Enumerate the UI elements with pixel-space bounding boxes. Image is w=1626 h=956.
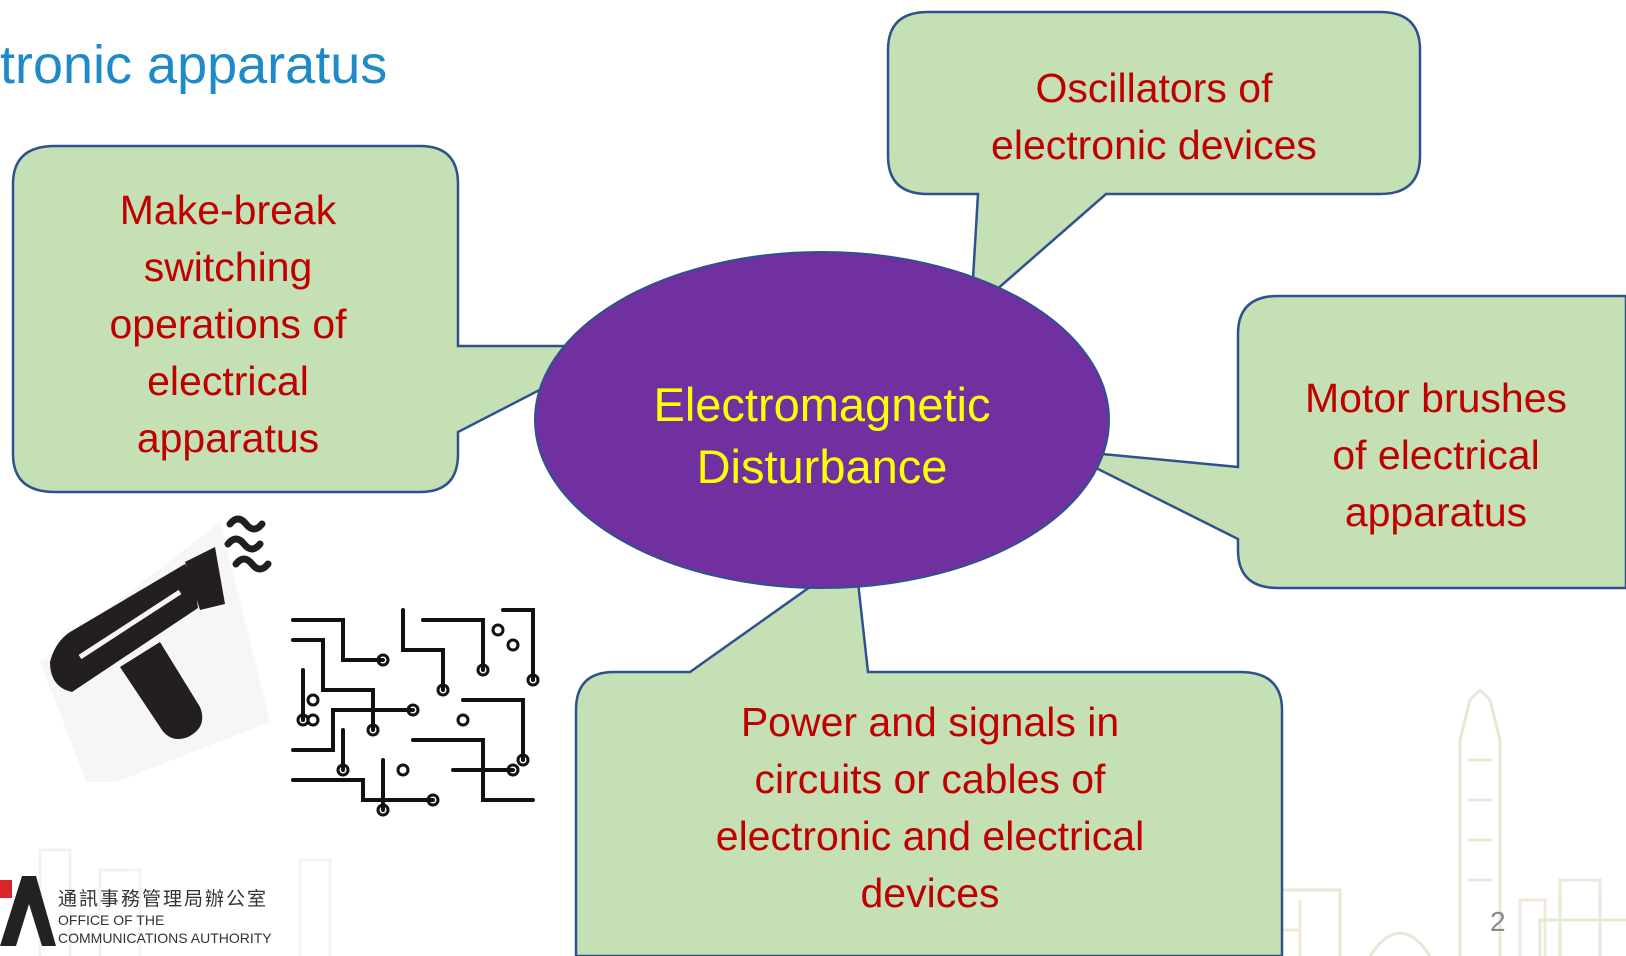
callout-make-break-text: Make-break switching operations of elect…: [30, 182, 426, 467]
callout-line: Make-break: [119, 187, 337, 233]
callout-line: of electrical: [1332, 432, 1540, 478]
callout-power-text: Power and signals in circuits or cables …: [580, 694, 1280, 922]
callout-line: apparatus: [136, 415, 320, 461]
center-ellipse: [534, 251, 1110, 589]
callout-line: Power and signals in: [740, 699, 1120, 745]
center-label-line2: Disturbance: [696, 440, 948, 493]
callout-line: Oscillators of: [1035, 65, 1273, 111]
callout-line: Motor brushes: [1304, 375, 1568, 421]
callout-line: switching: [143, 244, 313, 290]
circuit-board-icon: [283, 600, 545, 820]
callout-line: electrical: [147, 358, 309, 404]
callout-line: devices: [860, 870, 1000, 916]
callout-oscillators-text: Oscillators of electronic devices: [900, 60, 1408, 174]
ofca-logo-icon: [0, 876, 56, 946]
hair-dryer-icon: [40, 515, 272, 782]
slide-title: tronic apparatus: [0, 35, 388, 95]
callout-line: apparatus: [1344, 489, 1528, 535]
callout-motor-shape: [1059, 294, 1626, 590]
logo-chinese-name: 通訊事務管理局辦公室: [58, 889, 269, 910]
callout-line: electronic and electrical: [715, 813, 1145, 859]
callout-motor-text: Motor brushes of electrical apparatus: [1248, 370, 1624, 541]
callout-oscillators-shape: [886, 10, 1422, 315]
center-label-line1: Electromagnetic: [653, 378, 991, 431]
callout-line: operations of: [109, 301, 347, 347]
page-number: 2: [1490, 906, 1506, 937]
callout-make-break-shape: [11, 144, 626, 494]
callout-line: electronic devices: [991, 122, 1317, 168]
callout-line: circuits or cables of: [754, 756, 1106, 802]
center-label: Electromagnetic Disturbance: [560, 374, 1084, 498]
logo-english-line2: COMMUNICATIONS AUTHORITY: [58, 930, 272, 946]
callout-power-shape: [574, 552, 1284, 956]
logo-english-line1: OFFICE OF THE: [58, 912, 165, 928]
